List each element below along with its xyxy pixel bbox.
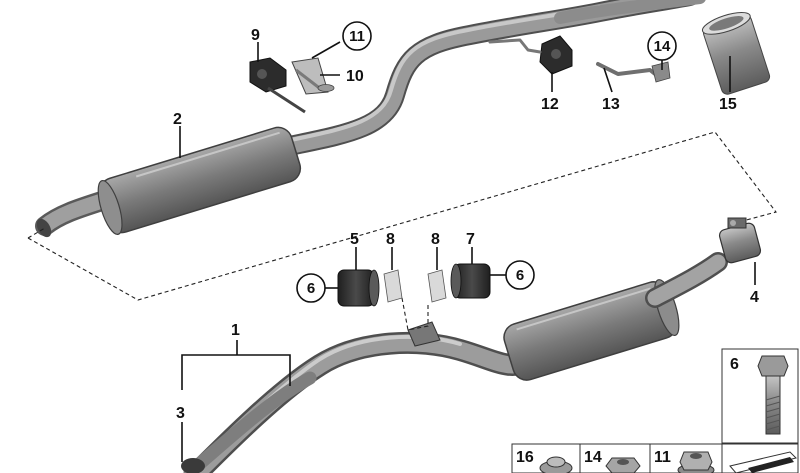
front-silencer-assembly: [181, 252, 728, 473]
callout-15: 15: [719, 96, 737, 113]
nut-16-icon: [539, 456, 573, 473]
rear-silencer-assembly: [35, 0, 706, 238]
callouts: 2 9 11 10 12 13 14 15 5 8 8 7 6 6 4 1 3: [173, 21, 759, 422]
center-hanger-bracket: [407, 321, 441, 347]
rubber-mount-5: [337, 269, 380, 307]
inset-part-11: 11: [654, 449, 671, 466]
callout-14-circle: [647, 31, 677, 61]
bracket-10: [291, 57, 335, 95]
nut-11-icon: [677, 451, 715, 473]
callout-12: 12: [541, 96, 559, 113]
callout-14: 14: [654, 38, 671, 55]
callout-6-left: 6: [307, 280, 315, 297]
callout-7: 7: [466, 231, 475, 248]
front-outlet-pipe-body: [647, 254, 726, 306]
front-pipe-twin: [183, 371, 317, 473]
front-pipe-opening: [181, 458, 205, 473]
rear-tailpipe-opening: [36, 218, 52, 238]
inset-part-16: 16: [516, 449, 534, 466]
hanger-bracket-13: [596, 61, 671, 83]
rear-tailpipe-body: [37, 192, 113, 234]
washer-8-right: [427, 269, 447, 303]
callout-11-circle: [342, 21, 372, 51]
callout-1: 1: [231, 322, 240, 339]
callout-5: 5: [350, 231, 359, 248]
connection-dashed-frame: [27, 131, 777, 301]
rear-pipe-twin: [554, 0, 706, 24]
inset-bolt-label: 6: [730, 356, 739, 373]
bolt-icon: [757, 355, 789, 377]
callout-6-right-circle: [505, 260, 535, 290]
pipe-bracket-top: [488, 38, 542, 54]
strip-icon: [729, 451, 797, 473]
connection-dashed-frame-left: [27, 227, 46, 239]
callout-13: 13: [602, 96, 620, 113]
rear-pipe-highlight: [280, 5, 602, 144]
callout-9: 9: [251, 27, 260, 44]
callout-8-right: 8: [431, 231, 440, 248]
callout-2: 2: [173, 111, 182, 128]
tail-tip-15: [701, 12, 771, 95]
clamp-4: [718, 217, 762, 264]
callout-6-right: 6: [516, 267, 524, 284]
callout-3: 3: [176, 405, 185, 422]
rear-muffler: [97, 126, 302, 235]
callout-10: 10: [346, 68, 364, 85]
hanger-9: [249, 57, 306, 114]
leader-lines: [179, 41, 756, 462]
inset-small-parts: 16 14 11: [511, 443, 799, 473]
callout-6-left-circle: [296, 273, 326, 303]
center-bracket-link: [401, 297, 429, 331]
inset-bolt-panel: 6: [721, 348, 799, 444]
inset-part-14: 14: [584, 449, 602, 466]
callout-4: 4: [750, 289, 759, 306]
hanger-12: [539, 35, 573, 75]
callout-11: 11: [349, 28, 365, 45]
front-pipe-body: [191, 334, 539, 473]
nut-14-icon: [605, 457, 641, 473]
rubber-mount-7: [450, 263, 491, 299]
callout-8-left: 8: [386, 231, 395, 248]
washer-8-left: [383, 269, 403, 303]
